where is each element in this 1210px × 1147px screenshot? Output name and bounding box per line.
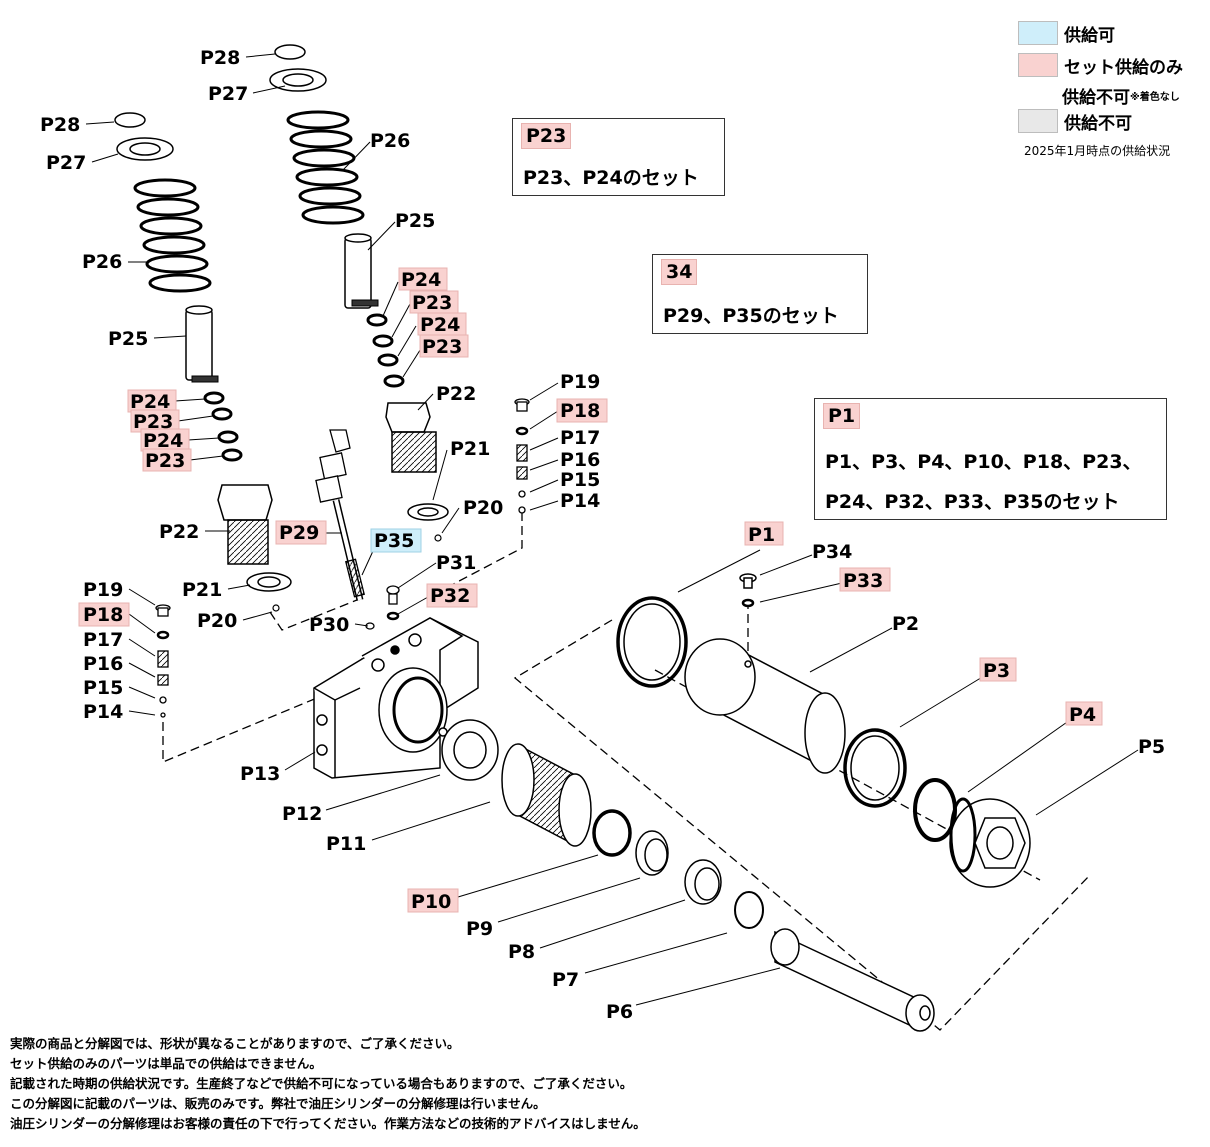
set-box-p23-text: P23、P24のセット	[523, 167, 699, 189]
legend-not-available-uncolored: 供給不可 ※着色なし	[1062, 82, 1180, 108]
label-right-p15: P15	[560, 469, 600, 491]
leader-lines	[85, 53, 1139, 1006]
label-right-p24b: P24	[420, 314, 460, 336]
label-p2: P2	[892, 613, 919, 635]
label-p7: P7	[552, 969, 579, 991]
label-p10: P10	[411, 891, 451, 913]
label-right-p23a: P23	[412, 292, 452, 314]
label-left-p18: P18	[83, 604, 123, 626]
label-right-p20: P20	[463, 497, 503, 519]
label-left-p14: P14	[83, 701, 123, 723]
label-p29: P29	[279, 522, 319, 544]
label-p3: P3	[983, 660, 1010, 682]
set-box-p1-header: P1	[823, 403, 861, 429]
label-left-p23b: P23	[145, 450, 185, 472]
label-right-p26: P26	[370, 130, 410, 152]
set-box-p1: P1 P1、P3、P4、P10、P18、P23、 P24、P32、P33、P35…	[814, 398, 1167, 520]
label-p11: P11	[326, 833, 366, 855]
left-pump-assembly	[114, 112, 292, 612]
label-p34: P34	[812, 541, 852, 563]
label-right-p19: P19	[560, 371, 600, 393]
part-labels: P28 P27 P26 P25 P24 P23 P24 P23 P22 P21 …	[40, 47, 1165, 1023]
label-p4: P4	[1069, 704, 1096, 726]
release-valve	[315, 429, 400, 630]
label-p1: P1	[748, 524, 775, 546]
label-left-p22: P22	[159, 521, 199, 543]
assembly-lines	[162, 512, 1091, 1031]
label-p9: P9	[466, 918, 493, 940]
label-right-p25: P25	[395, 210, 435, 232]
note-line-4: この分解図に記載のパーツは、販売のみです。弊社で油圧シリンダーの分解修理は行いま…	[10, 1096, 546, 1111]
label-right-p14: P14	[560, 490, 600, 512]
note-line-2: セット供給のみのパーツは単品での供給はできません。	[10, 1056, 322, 1071]
label-left-p24b: P24	[143, 430, 183, 452]
legend-na-uncolored-text: 供給不可	[1062, 87, 1130, 108]
legend-swatch-gray	[1018, 109, 1058, 133]
note-line-5: 油圧シリンダーの分解修理はお客様の責任の下で行ってください。作業方法などの技術的…	[10, 1116, 646, 1131]
label-right-p18: P18	[560, 400, 600, 422]
label-right-p23b: P23	[422, 336, 462, 358]
label-left-p16: P16	[83, 653, 123, 675]
legend-swatch-pink	[1018, 53, 1058, 77]
label-p12: P12	[282, 803, 322, 825]
label-right-p21: P21	[450, 438, 490, 460]
label-p32: P32	[430, 585, 470, 607]
label-p5: P5	[1138, 736, 1165, 758]
set-box-34-header: 34	[661, 259, 698, 285]
legend-supply-ok-text: 供給可	[1064, 25, 1115, 46]
legend-swatch-blue	[1018, 21, 1058, 45]
cylinder-internals	[441, 719, 935, 1032]
label-right-p17: P17	[560, 427, 600, 449]
label-left-p17: P17	[83, 629, 123, 651]
legend-set-only: セット供給のみ	[1018, 52, 1183, 78]
right-valve-stack	[514, 398, 530, 514]
label-left-p19: P19	[83, 579, 123, 601]
right-pump-assembly	[269, 44, 449, 542]
label-right-p16: P16	[560, 449, 600, 471]
set-box-34-text: P29、P35のセット	[663, 305, 839, 327]
left-valve-stack	[155, 604, 171, 718]
label-p35: P35	[374, 530, 414, 552]
label-left-p15: P15	[83, 677, 123, 699]
label-left-p25: P25	[108, 328, 148, 350]
legend-set-only-text: セット供給のみ	[1064, 57, 1183, 78]
label-left-p24a: P24	[130, 391, 170, 413]
set-box-p23: P23 P23、P24のセット	[512, 118, 725, 196]
set-box-34: 34 P29、P35のセット	[652, 254, 868, 334]
label-p33: P33	[843, 570, 883, 592]
note-line-1: 実際の商品と分解図では、形状が異なることがありますので、ご了承ください。	[10, 1036, 460, 1051]
label-right-p27: P27	[208, 83, 248, 105]
legend-uncolored-note: ※着色なし	[1130, 91, 1180, 103]
label-p30: P30	[309, 614, 349, 636]
label-left-p27: P27	[46, 152, 86, 174]
set-box-p23-header: P23	[521, 123, 572, 149]
label-left-p26: P26	[82, 251, 122, 273]
label-left-p21: P21	[182, 579, 222, 601]
label-left-p28: P28	[40, 114, 80, 136]
label-p13: P13	[240, 763, 280, 785]
label-p6: P6	[606, 1001, 633, 1023]
label-right-p28: P28	[200, 47, 240, 69]
label-p8: P8	[508, 941, 535, 963]
outer-cylinder	[616, 573, 1031, 888]
base-block	[313, 617, 479, 779]
legend-supply-ok: 供給可	[1018, 20, 1115, 46]
label-right-p24a: P24	[401, 269, 441, 291]
legend-not-available-text: 供給不可	[1064, 113, 1132, 134]
set-box-p1-line1: P1、P3、P4、P10、P18、P23、	[825, 451, 1142, 473]
legend-not-available: 供給不可	[1018, 108, 1132, 134]
footer-notes: 実際の商品と分解図では、形状が異なることがありますので、ご了承ください。 セット…	[10, 1034, 646, 1134]
legend-as-of-date: 2025年1月時点の供給状況	[1024, 144, 1171, 158]
label-p31: P31	[436, 552, 476, 574]
set-box-p1-line2: P24、P32、P33、P35のセット	[825, 491, 1120, 513]
label-left-p20: P20	[197, 610, 237, 632]
label-left-p23a: P23	[133, 411, 173, 433]
label-right-p22: P22	[436, 383, 476, 405]
note-line-3: 記載された時期の供給状況です。生産終了などで供給不可になっている場合もありますの…	[10, 1076, 633, 1091]
